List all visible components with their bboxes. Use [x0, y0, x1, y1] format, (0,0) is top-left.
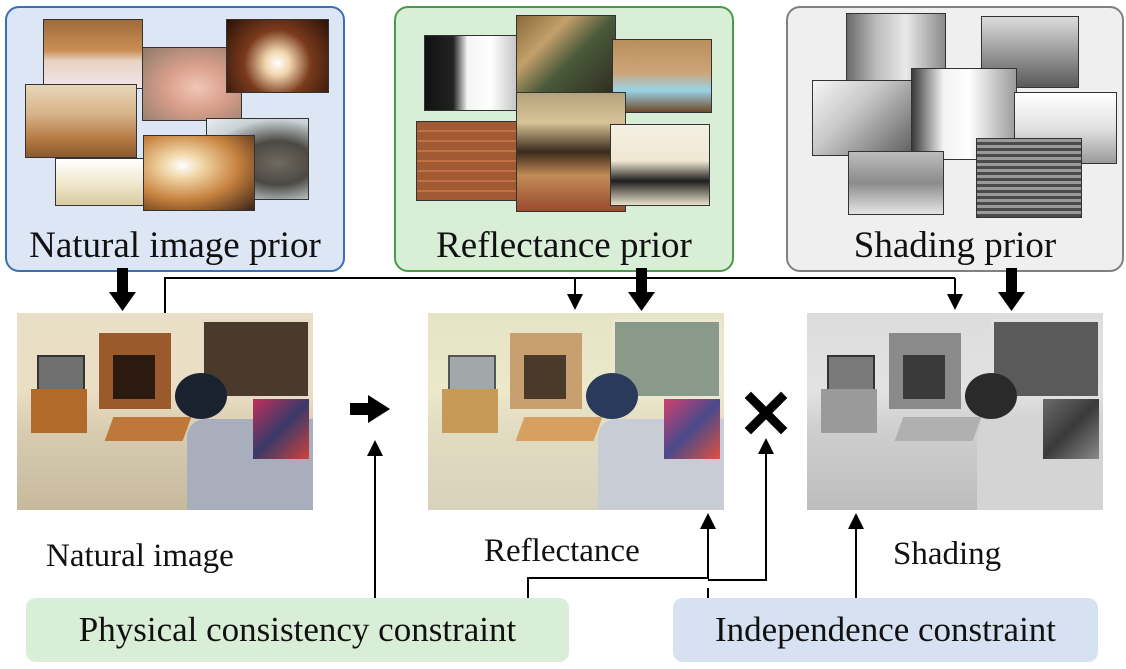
shading-thumb-7 — [976, 138, 1082, 218]
natural-image-caption: Natural image — [46, 538, 234, 574]
shading-tv-stand — [821, 389, 877, 433]
independence-constraint-box: Independence constraint — [673, 598, 1098, 662]
prior-to-natural-thick-arrow — [109, 268, 136, 311]
natural-thumb-restaurant — [226, 19, 329, 93]
shading-caption: Shading — [893, 536, 1002, 572]
shading-fireplace-opening — [903, 355, 945, 399]
reflectance-prior-box: Reflectance prior — [394, 6, 734, 272]
reflectance-thumb-4 — [416, 121, 526, 201]
natural-thumb-sinks — [143, 135, 255, 211]
independence-to-cross-arrow — [707, 440, 766, 598]
shading-prior-label: Shading prior — [853, 225, 1057, 266]
natural-image-prior-box: Natural image prior — [5, 6, 345, 272]
shading-image-photo — [807, 313, 1103, 510]
reflectance-blanket — [664, 399, 720, 459]
natural-thumb-bedroom — [43, 19, 143, 89]
reflectance-tv — [448, 355, 496, 393]
prior-to-shading-thick-arrow — [998, 268, 1025, 311]
reflectance-thumb-1 — [424, 35, 520, 111]
reflectance-thumb-5 — [516, 92, 626, 212]
natural-chair — [175, 373, 227, 419]
shading-tv — [827, 355, 875, 393]
independence-constraint-label: Independence constraint — [714, 610, 1057, 649]
reflectance-fireplace-opening — [524, 355, 566, 399]
reflectance-thumb-2 — [516, 15, 616, 97]
shading-chair — [965, 373, 1017, 419]
reflectance-chair — [586, 373, 638, 419]
natural-fireplace-opening — [113, 355, 155, 399]
shading-thumb-6 — [848, 151, 944, 215]
physical-consistency-constraint-label: Physical consistency constraint — [78, 610, 517, 649]
shading-prior-box: Shading prior — [786, 6, 1124, 272]
natural-to-outputs-line — [164, 277, 955, 313]
natural-thumb-kitchen — [25, 84, 137, 158]
reflectance-thumb-3 — [612, 39, 712, 113]
reflectance-caption: Reflectance — [484, 533, 640, 569]
shading-blanket — [1043, 399, 1099, 459]
reflectance-thumb-6 — [610, 124, 710, 206]
cross-icon — [744, 391, 788, 435]
physical-to-reflectance-arrow — [527, 513, 716, 598]
prior-to-reflectance-thick-arrow — [628, 268, 655, 311]
reflectance-prior-label: Reflectance prior — [436, 225, 692, 266]
natural-image-prior-label: Natural image prior — [29, 225, 321, 266]
natural-thumb-crib — [55, 158, 145, 206]
natural-blanket — [253, 399, 309, 459]
natural-thumb-kids — [142, 47, 242, 121]
reflectance-tv-stand — [442, 389, 498, 433]
natural-image-photo — [17, 313, 313, 510]
physical-consistency-constraint-box: Physical consistency constraint — [26, 598, 569, 662]
natural-tv-stand — [31, 389, 87, 433]
reflectance-image-photo — [428, 313, 724, 510]
right-arrow-icon — [350, 395, 390, 423]
